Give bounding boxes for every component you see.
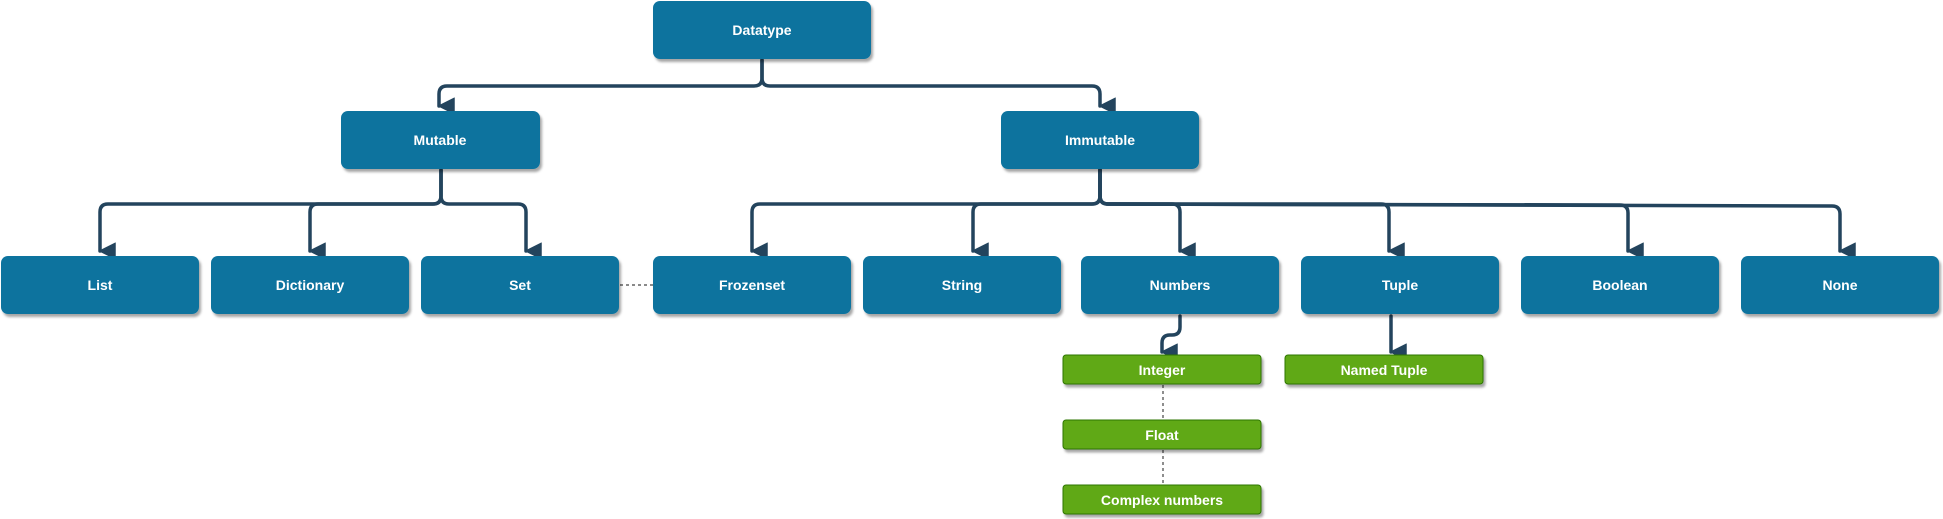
edge-datatype-immutable: [760, 58, 1116, 115]
node-string-label: String: [942, 277, 982, 293]
node-list[interactable]: List: [1, 256, 199, 314]
node-frozenset[interactable]: Frozenset: [653, 256, 851, 314]
node-none[interactable]: None: [1741, 256, 1939, 314]
node-boolean[interactable]: Boolean: [1521, 256, 1719, 314]
node-tuple[interactable]: Tuple: [1301, 256, 1499, 314]
node-datatype[interactable]: Datatype: [653, 1, 871, 59]
node-named-tuple[interactable]: Named Tuple: [1284, 354, 1484, 385]
edge-mutable-dictionary: [308, 168, 443, 260]
node-boolean-label: Boolean: [1592, 277, 1647, 293]
node-tuple-label: Tuple: [1382, 277, 1419, 293]
node-float[interactable]: Float: [1062, 419, 1262, 450]
node-numbers[interactable]: Numbers: [1081, 256, 1279, 314]
node-frozenset-label: Frozenset: [719, 277, 785, 293]
edge-numbers-integer: [1160, 314, 1182, 361]
node-dictionary[interactable]: Dictionary: [211, 256, 409, 314]
node-integer-label: Integer: [1139, 362, 1186, 378]
edge-immutable-tuple: [1098, 168, 1405, 260]
node-numbers-label: Numbers: [1150, 277, 1211, 293]
connector-lines: [98, 58, 1856, 361]
node-list-label: List: [88, 277, 113, 293]
node-complex-numbers[interactable]: Complex numbers: [1062, 484, 1262, 515]
edge-mutable-list: [98, 168, 443, 260]
edge-immutable-numbers: [1098, 168, 1196, 260]
node-dictionary-label: Dictionary: [276, 277, 345, 293]
dashed-links: [620, 284, 1164, 485]
node-named-tuple-label: Named Tuple: [1341, 362, 1428, 378]
node-integer[interactable]: Integer: [1062, 354, 1262, 385]
edge-immutable-string: [971, 168, 1102, 260]
edge-datatype-mutable: [437, 58, 764, 115]
node-none-label: None: [1823, 277, 1858, 293]
edge-immutable-none: [1098, 168, 1856, 260]
node-immutable[interactable]: Immutable: [1001, 111, 1199, 169]
node-float-label: Float: [1145, 427, 1179, 443]
node-mutable-label: Mutable: [414, 132, 467, 148]
node-immutable-label: Immutable: [1065, 132, 1135, 148]
node-set[interactable]: Set: [421, 256, 619, 314]
node-datatype-label: Datatype: [732, 22, 791, 38]
node-set-label: Set: [509, 277, 531, 293]
node-mutable[interactable]: Mutable: [341, 111, 540, 169]
node-string[interactable]: String: [863, 256, 1061, 314]
edge-mutable-set: [439, 168, 542, 260]
node-complex-numbers-label: Complex numbers: [1101, 492, 1223, 508]
edge-immutable-frozenset: [750, 168, 1102, 260]
